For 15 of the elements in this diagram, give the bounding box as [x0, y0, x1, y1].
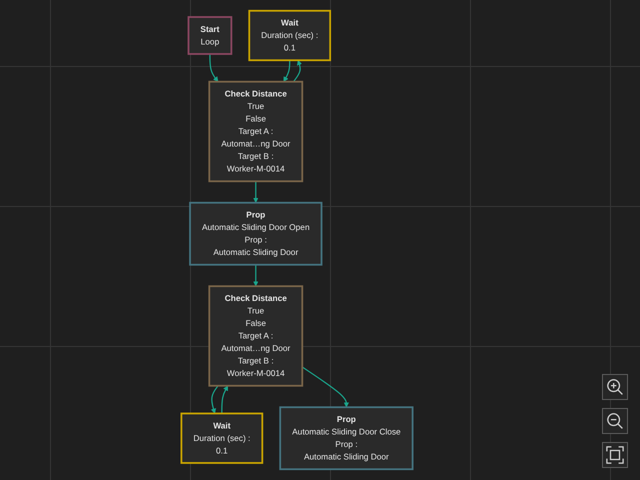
- arrow: [253, 264, 258, 286]
- arrow: [221, 386, 228, 414]
- arrow: [293, 60, 302, 82]
- arrow: [253, 181, 258, 203]
- node-box: Check Distance True False Target A : Automat…ng Door Target B : Worker-M-0014: [208, 80, 304, 182]
- node-box: Wait Duration (sec) : 0.1: [248, 10, 332, 62]
- node-box: Prop Automatic Sliding Door Open Prop : Automatic Sliding Door: [189, 202, 322, 266]
- arrow: [302, 366, 350, 408]
- node-box: Check Distance True False Target A : Automat…ng Door Target B : Worker-M-0014: [208, 285, 304, 387]
- node-box: Wait Duration (sec) : 0.1: [180, 412, 264, 464]
- arrow: [209, 54, 218, 82]
- node-box: Start Loop: [188, 16, 232, 55]
- arrow: [210, 385, 219, 414]
- arrow: [283, 60, 290, 82]
- node-box: Prop Automatic Sliding Door Close Prop : Automatic Sliding Door: [279, 406, 414, 470]
